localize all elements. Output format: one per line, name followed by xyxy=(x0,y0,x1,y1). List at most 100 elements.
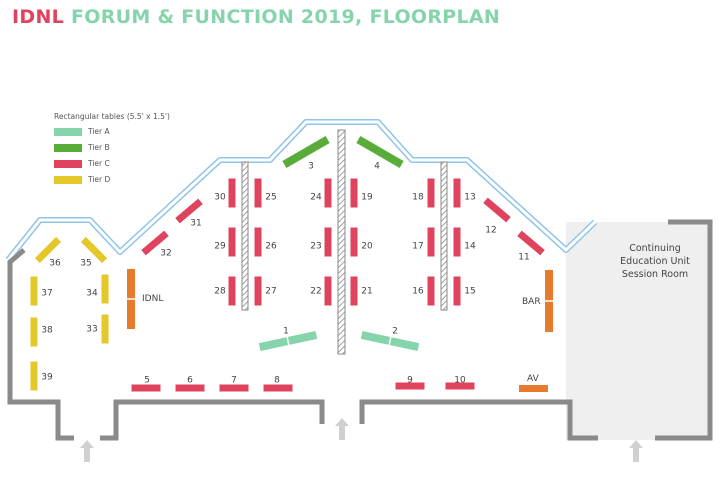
table-32: 32 xyxy=(141,230,172,259)
table-number: 38 xyxy=(41,326,53,336)
table-split xyxy=(286,335,290,347)
table-13: 13 xyxy=(453,178,476,208)
table-shape xyxy=(254,276,262,306)
legend-label: Tier A xyxy=(88,127,110,136)
table-shape xyxy=(517,230,545,256)
table-number: 33 xyxy=(86,325,97,335)
table-shape xyxy=(101,314,109,344)
bar-label: BAR xyxy=(522,297,541,307)
table-shape xyxy=(80,236,108,264)
table-shape xyxy=(30,276,38,306)
table-number: 4 xyxy=(374,162,380,172)
legend-swatch xyxy=(54,176,82,184)
table-number: 8 xyxy=(274,376,280,386)
table-shape xyxy=(282,136,330,168)
table-21: 21 xyxy=(350,276,373,306)
table-number: 1 xyxy=(283,327,289,337)
table-7: 7 xyxy=(219,376,249,392)
table-33: 33 xyxy=(86,314,109,344)
legend-swatch xyxy=(54,128,82,136)
table-number: 12 xyxy=(485,226,496,236)
table-shape xyxy=(141,230,169,256)
table-19: 19 xyxy=(350,178,373,208)
table-number: 22 xyxy=(310,287,321,297)
av-label: AV xyxy=(527,374,540,384)
divider-screen xyxy=(440,161,448,311)
idnl-label: IDNL xyxy=(142,294,163,304)
table-shape xyxy=(131,384,161,392)
table-shape xyxy=(254,227,262,257)
table-number: 20 xyxy=(361,242,373,252)
legend: Rectangular tables (5.5' x 1.5') Tier A … xyxy=(54,112,254,192)
table-12: 12 xyxy=(483,197,511,236)
table-shape xyxy=(350,227,358,257)
table-number: 26 xyxy=(265,242,277,252)
session-room-label: Continuing Education Unit Session Room xyxy=(600,242,710,281)
table-24: 24 xyxy=(310,178,332,208)
table-number: 16 xyxy=(412,287,424,297)
table-25: 25 xyxy=(254,178,277,208)
table-number: 27 xyxy=(265,287,276,297)
table-1: 1 xyxy=(258,327,318,351)
table-number: 13 xyxy=(464,193,475,203)
table-shape xyxy=(395,382,425,390)
table-31: 31 xyxy=(175,198,203,229)
table-6: 6 xyxy=(175,376,205,392)
table-shape xyxy=(356,136,404,168)
table-shape xyxy=(175,384,205,392)
table-shape xyxy=(445,382,475,390)
table-11: 11 xyxy=(517,230,545,263)
legend-item-tier-c: Tier C xyxy=(54,158,204,170)
table-shape xyxy=(30,317,38,347)
table-shape xyxy=(263,384,293,392)
table-shape xyxy=(427,227,435,257)
legend-label: Tier B xyxy=(88,143,110,152)
divider-screen xyxy=(337,129,346,355)
walls xyxy=(7,219,713,441)
legend-heading: Rectangular tables (5.5' x 1.5') xyxy=(54,112,170,121)
table-30: 30 xyxy=(214,178,236,208)
entrance-arrow xyxy=(335,418,349,440)
table-number: 30 xyxy=(214,193,226,203)
legend-swatch xyxy=(54,160,82,168)
table-number: 34 xyxy=(86,289,98,299)
table-28: 28 xyxy=(214,276,236,306)
table-29: 29 xyxy=(214,227,236,257)
table-number: 5 xyxy=(144,376,150,386)
table-shape xyxy=(324,227,332,257)
table-number: 9 xyxy=(407,376,413,386)
title-text: FORUM & FUNCTION 2019, FLOORPLAN xyxy=(70,6,501,28)
table-shape xyxy=(228,276,236,306)
table-number: 36 xyxy=(49,259,61,269)
table-number: 3 xyxy=(308,162,314,172)
table-shape xyxy=(228,178,236,208)
table-shape xyxy=(324,178,332,208)
table-number: 17 xyxy=(412,242,423,252)
table-35: 35 xyxy=(80,236,108,269)
table-number: 21 xyxy=(361,287,372,297)
table-5: 5 xyxy=(131,376,161,392)
table-2: 2 xyxy=(360,327,420,351)
table-number: 2 xyxy=(392,327,398,337)
table-14: 14 xyxy=(453,227,476,257)
table-shape xyxy=(427,276,435,306)
table-shape xyxy=(254,178,262,208)
table-18: 18 xyxy=(412,178,435,208)
table-shape xyxy=(219,384,249,392)
table-number: 18 xyxy=(412,193,424,203)
table-34: 34 xyxy=(86,274,109,304)
table-number: 15 xyxy=(464,287,475,297)
table-shape xyxy=(427,178,435,208)
table-number: 35 xyxy=(80,259,91,269)
table-shape xyxy=(34,236,62,264)
table-number: 19 xyxy=(361,193,373,203)
room-line: Continuing xyxy=(629,243,681,254)
table-shape xyxy=(453,276,461,306)
table-shape xyxy=(324,276,332,306)
divider-screen xyxy=(241,161,249,311)
legend-item-tier-b: Tier B xyxy=(54,142,204,154)
window-outline xyxy=(5,119,598,262)
table-16: 16 xyxy=(412,276,435,306)
